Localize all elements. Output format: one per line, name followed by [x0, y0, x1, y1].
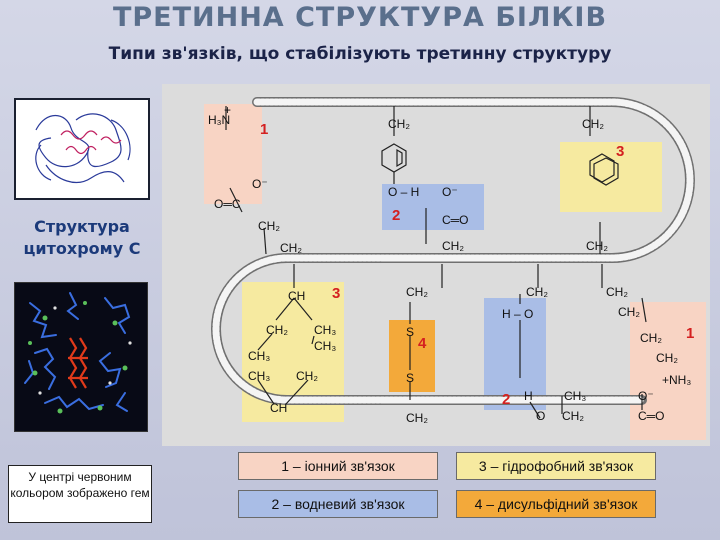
- h3n-label: H₃N: [208, 113, 230, 127]
- page-title: ТРЕТИННА СТРУКТУРА БІЛКІВ: [112, 2, 608, 33]
- ionic-marker: 1: [686, 325, 694, 342]
- ho-label: H – O: [502, 307, 533, 321]
- o-minus-label: O⁻: [252, 177, 268, 191]
- hydrophobic-marker: 3: [332, 285, 340, 302]
- ch2-label: CH₂: [526, 285, 548, 299]
- legend-ionic: 1 – іонний зв'язок: [238, 452, 438, 480]
- ch2-label: CH₂: [582, 117, 604, 131]
- oh-label: O – H: [388, 185, 419, 199]
- ch2-label: CH₂: [266, 323, 288, 337]
- oc-label: O═C: [214, 197, 241, 211]
- ch-label: CH: [288, 289, 305, 303]
- hydrogen-marker: 2: [502, 391, 510, 408]
- cytochrome-3d-image: [14, 282, 148, 432]
- sulfur-label: S: [406, 325, 414, 339]
- tertiary-bonds-diagram: H₃N + CH₂ CH₂ O⁻ O═C O – H O⁻ C═O CH₂ CH…: [162, 84, 710, 446]
- ch2-label: CH₂: [562, 409, 584, 423]
- heme-note: У центрі червоним кольором зображено гем: [8, 465, 152, 523]
- ch2-label: CH₂: [656, 351, 678, 365]
- page-subtitle: Типи зв'язків, що стабілізують третинну …: [108, 44, 612, 64]
- ch2-label: CH₂: [296, 369, 318, 383]
- ch2-label: CH₂: [586, 239, 608, 253]
- ch2-label: CH₂: [406, 411, 428, 425]
- ch3-label: CH₃: [248, 369, 270, 383]
- hydrogen-region-top: [382, 184, 484, 230]
- ionic-region-top: [204, 104, 262, 204]
- legend-hydrogen: 2 – водневий зв'язок: [238, 490, 438, 518]
- hydrogen-region-bottom: [484, 298, 546, 410]
- sulfur-label: S: [406, 371, 414, 385]
- disulfide-region: [389, 320, 435, 392]
- ch2-label: CH₂: [406, 285, 428, 299]
- cytochrome-ribbon-image: [14, 98, 150, 200]
- polypeptide-backbone: [211, 97, 695, 405]
- ch2-label: CH₂: [640, 331, 662, 345]
- ch3-label: CH₃: [314, 339, 336, 353]
- ch2-label: CH₂: [618, 305, 640, 319]
- ionic-marker: 1: [260, 121, 268, 138]
- o-minus-label: O⁻: [442, 185, 458, 199]
- ch2-label: CH₂: [606, 285, 628, 299]
- ch2-label: CH₂: [388, 117, 410, 131]
- nh3-label: +NH₃: [662, 373, 691, 387]
- ch3-label: CH₃: [314, 323, 336, 337]
- hydrogen-marker: 2: [392, 207, 400, 224]
- ch-label: CH: [270, 401, 287, 415]
- ch2-label: CH₂: [280, 241, 302, 255]
- plus-charge: +: [224, 103, 231, 117]
- disulfide-marker: 4: [418, 335, 427, 352]
- o-label: O: [536, 409, 545, 423]
- legend-disulfide: 4 – дисульфідний зв'язок: [456, 490, 656, 518]
- ch2-label: CH₂: [442, 239, 464, 253]
- co-label: C═O: [638, 409, 665, 423]
- hydrophobic-marker: 3: [616, 143, 624, 160]
- co-label: C═O: [442, 213, 469, 227]
- h-label: H: [524, 389, 533, 403]
- legend-hydrophobic: 3 – гідрофобний зв'язок: [456, 452, 656, 480]
- o-minus-label: O⁻: [638, 389, 654, 403]
- ch2-label: CH₂: [258, 219, 280, 233]
- ch3-label: CH₃: [248, 349, 270, 363]
- ch3-label: CH₃: [564, 389, 586, 403]
- structure-label: Структура цитохрому С: [23, 217, 141, 258]
- ionic-region-bottom: [630, 302, 706, 440]
